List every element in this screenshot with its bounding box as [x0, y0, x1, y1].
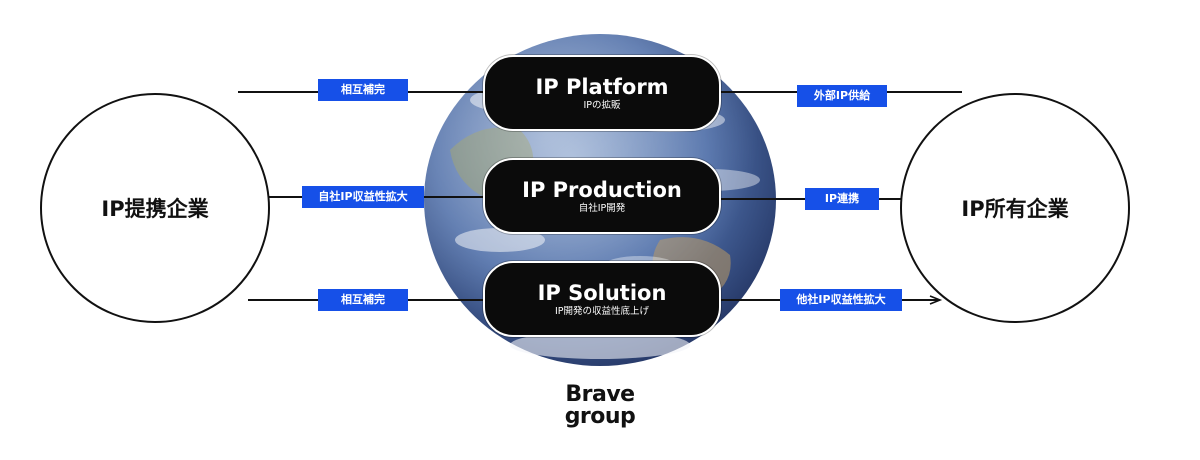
logo-line-1: Brave — [565, 382, 635, 407]
tag-right-middle: IP連携 — [805, 188, 879, 210]
ip-production-pill: IP Production 自社IP開発 — [483, 158, 721, 234]
arrow-into-right-entity — [929, 295, 943, 305]
ip-production-title: IP Production — [522, 177, 682, 202]
tag-left-bottom: 相互補完 — [318, 289, 408, 311]
brave-group-logo: Brave group — [552, 384, 648, 428]
ip-solution-title: IP Solution — [537, 280, 667, 305]
tag-left-middle: 自社IP収益性拡大 — [302, 186, 424, 208]
ip-owner-companies-circle: IP所有企業 — [900, 93, 1130, 323]
tag-right-top: 外部IP供給 — [797, 85, 887, 107]
tag-right-bottom: 他社IP収益性拡大 — [780, 289, 902, 311]
ip-platform-pill: IP Platform IPの拡販 — [483, 55, 721, 131]
ip-solution-subtitle: IP開発の収益性底上げ — [554, 305, 650, 317]
ip-owner-companies-label: IP所有企業 — [961, 197, 1069, 221]
ip-partner-companies-circle: IP提携企業 — [40, 93, 270, 323]
ip-production-subtitle: 自社IP開発 — [578, 202, 626, 214]
ip-solution-pill: IP Solution IP開発の収益性底上げ — [483, 261, 721, 337]
tag-left-top: 相互補完 — [318, 79, 408, 101]
ip-platform-title: IP Platform — [535, 74, 669, 99]
ip-platform-subtitle: IPの拡販 — [583, 99, 621, 111]
ip-partner-companies-label: IP提携企業 — [101, 197, 209, 221]
logo-line-2: group — [564, 404, 636, 429]
